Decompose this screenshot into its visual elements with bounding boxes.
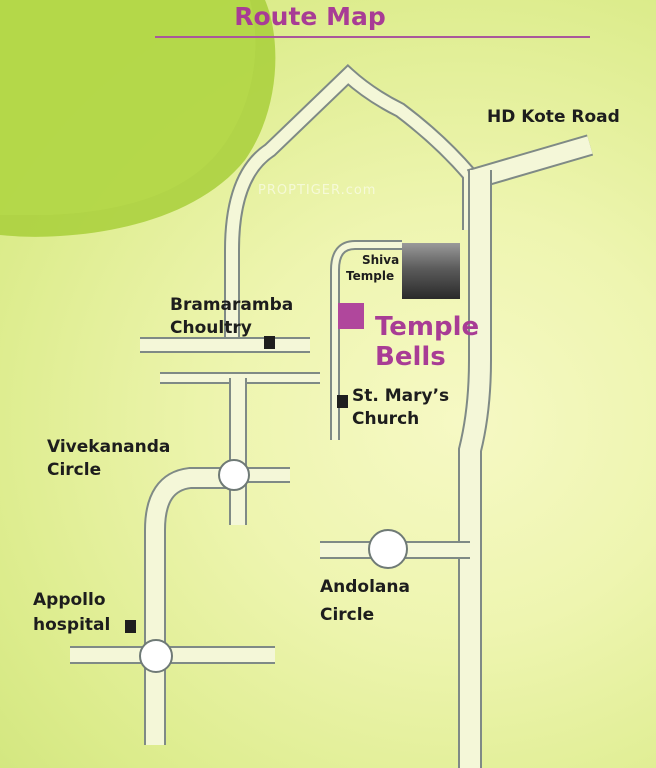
bramaramba-marker xyxy=(264,336,275,349)
project-name-line2: Bells xyxy=(375,342,446,372)
andolana-circle xyxy=(368,529,408,569)
title-divider xyxy=(155,36,590,38)
appollo-marker xyxy=(125,620,136,633)
label-appollo-line2: hospital xyxy=(33,615,111,635)
label-shiva-temple-line2: Temple xyxy=(346,269,395,283)
map-title: Route Map xyxy=(234,2,386,31)
vivekananda-circle xyxy=(218,459,250,491)
project-name-line1: Temple xyxy=(375,312,480,342)
label-appollo-line1: Appollo xyxy=(33,590,106,610)
shiva-temple-photo xyxy=(402,243,460,299)
project-marker xyxy=(338,303,364,329)
label-shiva-temple-line1: Shiva xyxy=(362,253,400,267)
label-bramaramba-line2: Choultry xyxy=(170,318,252,338)
watermark: PROPTIGER.com xyxy=(258,183,377,198)
roads xyxy=(70,64,594,768)
appollo-circle xyxy=(139,639,173,673)
label-hd-kote-road: HD Kote Road xyxy=(487,107,620,127)
label-st-marys-line1: St. Mary’s xyxy=(352,386,450,406)
label-andolana-line2: Circle xyxy=(320,605,375,625)
label-bramaramba-line1: Bramaramba xyxy=(170,295,294,315)
label-andolana-line1: Andolana xyxy=(320,577,410,597)
st-marys-marker xyxy=(337,395,348,408)
road-vivekananda-south xyxy=(144,467,232,745)
label-vivekananda-line1: Vivekananda xyxy=(47,437,171,457)
label-st-marys-line2: Church xyxy=(352,409,420,429)
label-vivekananda-line2: Circle xyxy=(47,460,102,480)
